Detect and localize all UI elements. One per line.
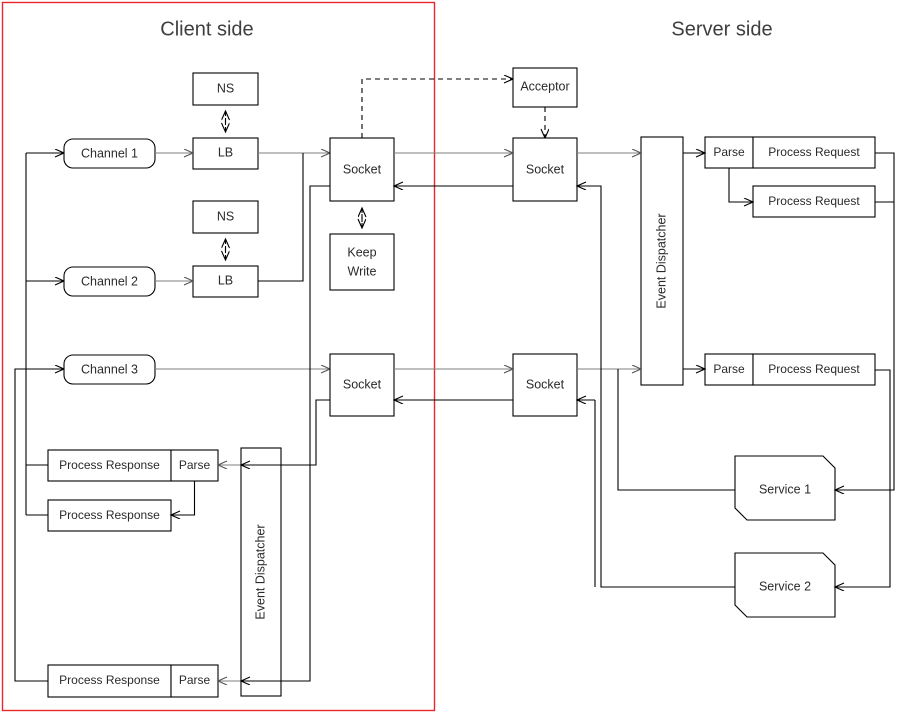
pr3-to-service2-edge [835,369,891,587]
server-side-title: Server side [671,18,772,40]
service2-return-edge [577,186,735,588]
server-event-dispatcher-box[interactable] [640,136,684,386]
client-event-dispatcher-box[interactable] [240,447,282,697]
name-server-1-box[interactable] [192,72,259,106]
process-response-1-label: Process Response [59,458,160,472]
channel-3-label: Channel 3 [81,362,138,376]
server-parse-3-label: Parse [713,362,745,376]
client-socket-2-box[interactable] [329,353,395,417]
service-1-box[interactable] [734,455,836,521]
keep-write-label-line2: Write [348,264,377,278]
process-response-3-label: Process Response [59,673,160,687]
server-parse1-to-pr2-edge [728,168,753,202]
acceptor-box[interactable] [512,67,578,108]
channel-1-label: Channel 1 [81,146,138,160]
keep-write-box[interactable] [329,233,395,291]
process-request-1-box[interactable] [752,136,876,169]
process-request-3-box[interactable] [752,353,876,386]
name-server-2-box[interactable] [192,200,259,234]
process-response-2-box[interactable] [47,499,172,532]
server-socket-2-label: Socket [526,377,565,391]
process-request-3-label: Process Request [768,362,860,376]
process-response-2-label: Process Response [59,508,160,522]
service-2-label: Service 2 [759,579,811,593]
process-request-2-label: Process Request [768,194,860,208]
client-parse-1-label: Parse [179,458,211,472]
pr1-to-service1-edge [835,152,895,490]
socket1-to-acceptor-edge [361,79,513,138]
load-balancer-1-label: LB [218,145,233,159]
process-response-3-box[interactable] [47,664,172,698]
parse1-to-pr2-edge [171,481,196,515]
client-side-frame [1,1,436,712]
client-socket1-to-dispatcher-edge [241,185,330,681]
process-request-1-label: Process Request [768,145,860,159]
client-side-title: Client side [160,18,253,40]
lb2-to-socket1-edge [258,153,304,282]
client-socket-2-label: Socket [343,377,382,391]
server-socket-2-box[interactable] [512,353,578,417]
feedback-rail-outer [14,369,64,682]
server-event-dispatcher-label: Event Dispatcher [654,213,668,308]
load-balancer-2-label: LB [218,273,233,287]
process-response-1-box[interactable] [47,449,172,482]
client-socket2-to-dispatcher-edge [241,399,330,465]
service-1-label: Service 1 [759,482,811,496]
client-socket-1-label: Socket [343,162,382,176]
name-server-1-label: NS [217,81,234,95]
server-socket-1-label: Socket [526,162,565,176]
service-2-box[interactable] [734,552,836,618]
client-parse-3-box[interactable] [170,664,219,698]
process-request-2-box[interactable] [752,185,876,218]
service1-return-edge [617,369,735,491]
server-parse-1-label: Parse [713,145,745,159]
name-server-2-label: NS [217,209,234,223]
server-socket-1-box[interactable] [512,137,578,202]
client-parse-3-label: Parse [179,673,211,687]
channel-2-label: Channel 2 [81,274,138,288]
client-event-dispatcher-label: Event Dispatcher [253,524,267,619]
keep-write-label-line1: Keep [347,245,376,259]
acceptor-label: Acceptor [520,79,569,93]
